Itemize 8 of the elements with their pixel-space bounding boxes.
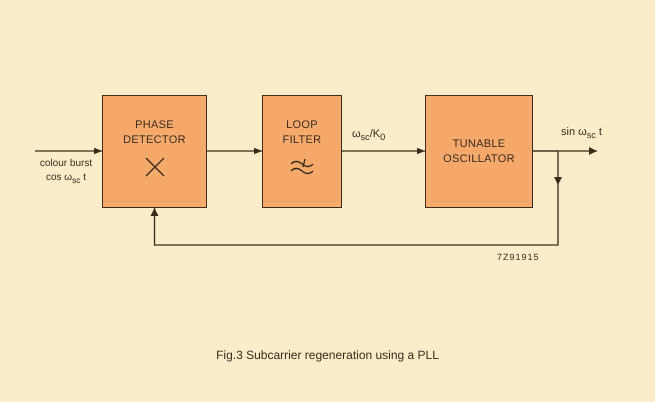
block-label: LOOP FILTER <box>282 118 322 148</box>
figure-number: 7Z91915 <box>497 251 540 264</box>
figure-caption: Fig.3 Subcarrier regeneration using a PLL <box>215 348 440 362</box>
block-label: PHASE DETECTOR <box>122 118 187 148</box>
block-label: TUNABLE OSCILLATOR <box>442 136 516 166</box>
block <box>262 95 342 208</box>
block <box>102 95 207 208</box>
block <box>425 95 533 208</box>
